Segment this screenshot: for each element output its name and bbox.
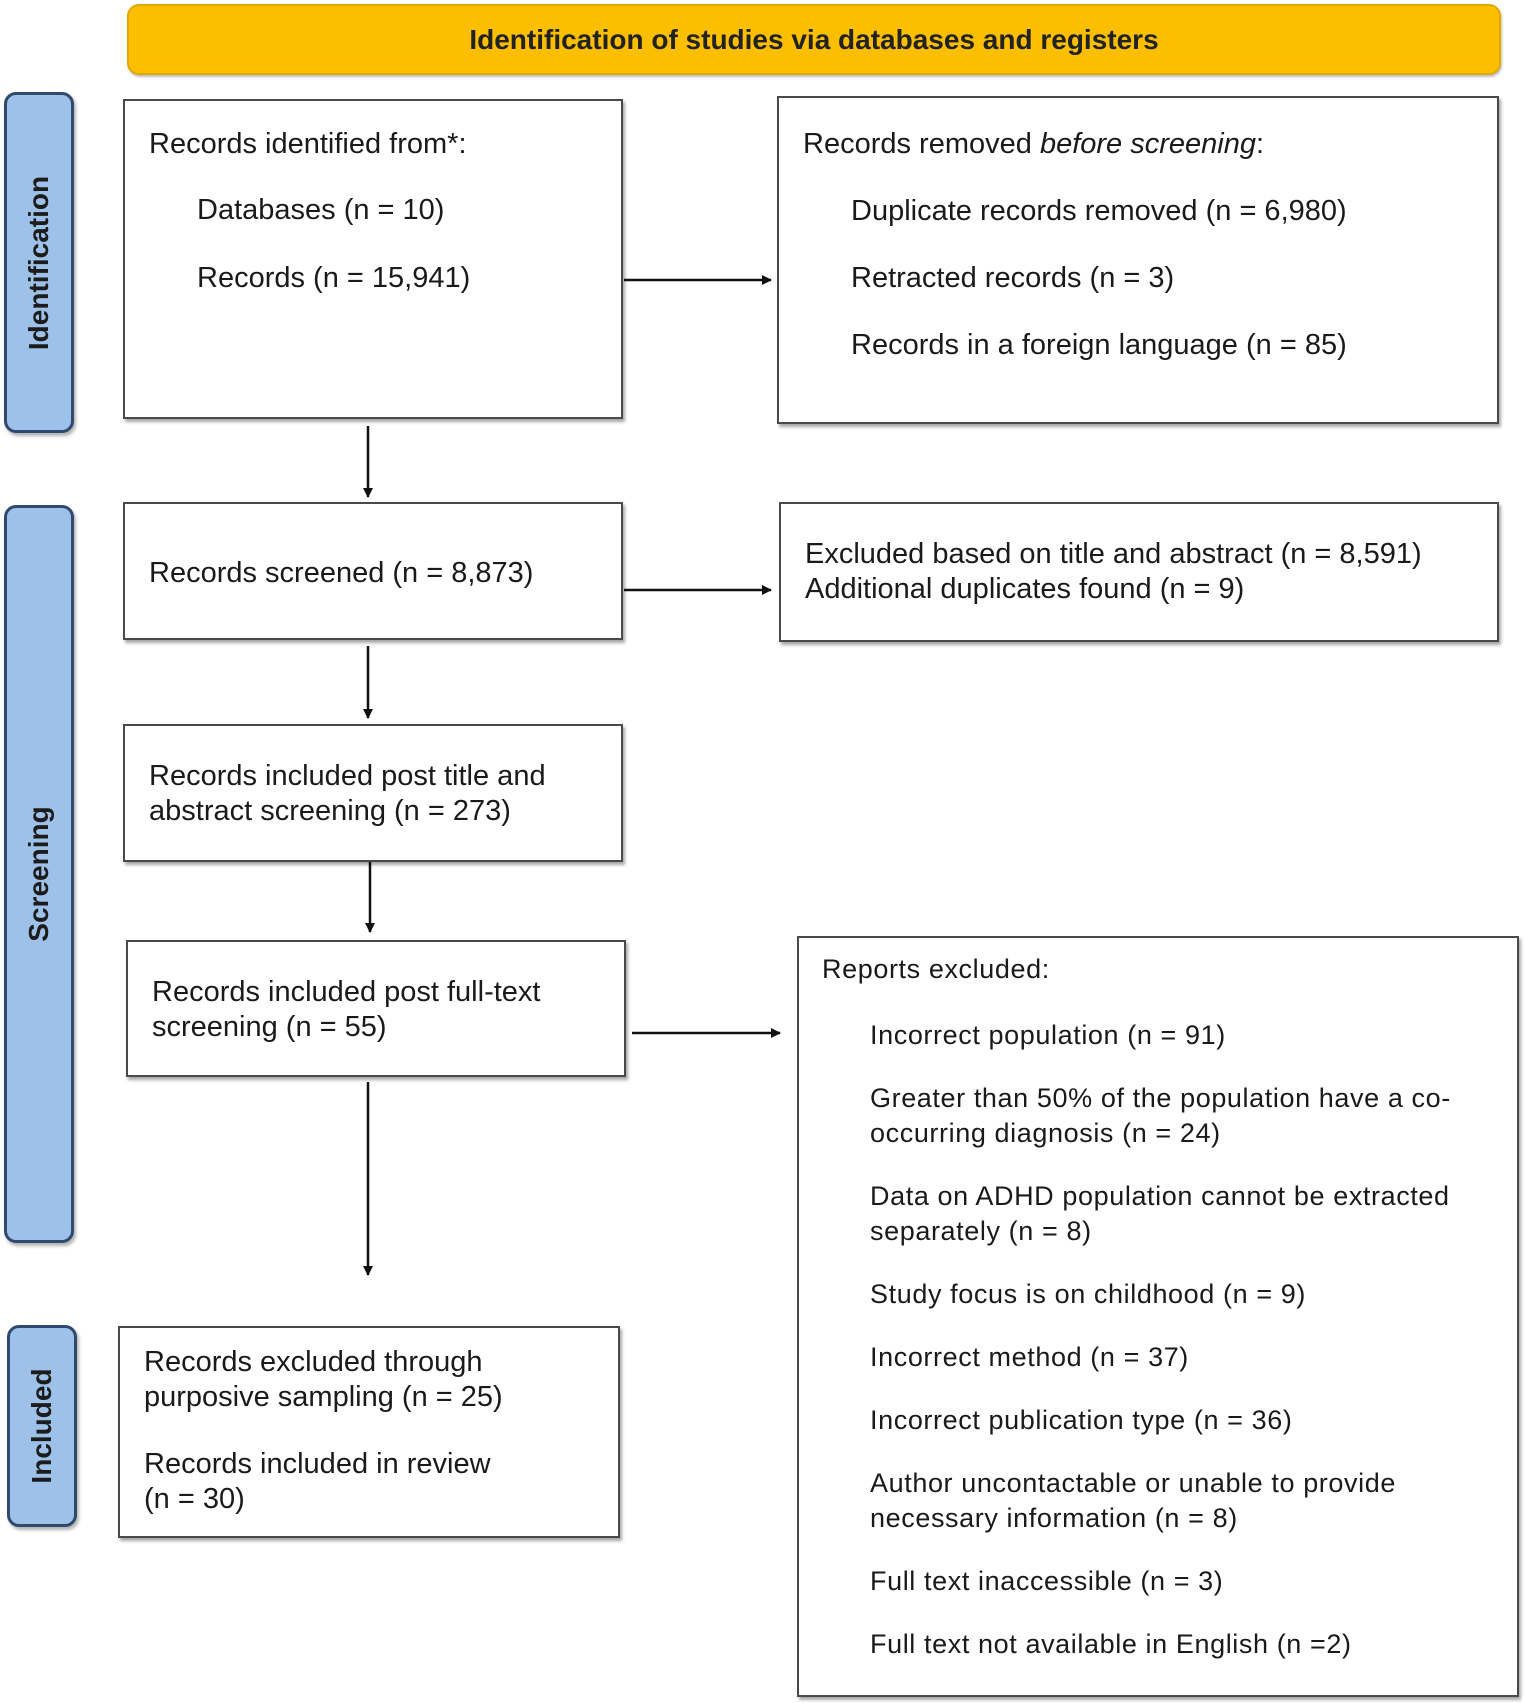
exclusion-reason-3: Data on ADHD population cannot be extrac… [870,1181,1450,1211]
records-count: Records (n = 15,941) [197,262,471,294]
post-title-abstract-line1: Records included post title and [149,760,546,792]
records-removed-heading-em: before screening [1039,128,1256,160]
excluded-purposive-line1: Records excluded through [144,1346,483,1378]
excluded-title-abstract-line1: Excluded based on title and abstract (n … [805,538,1422,570]
post-full-text-line2: screening (n = 55) [152,1011,387,1043]
reports-excluded-heading: Reports excluded: [822,954,1050,984]
phase-screening: Screening [4,505,74,1243]
records-screened-box: Records screened (n = 8,873) [123,502,623,640]
exclusion-reason-4: Study focus is on childhood (n = 9) [870,1279,1306,1309]
exclusion-reason-2-cont: occurring diagnosis (n = 24) [870,1118,1221,1148]
records-screened-text: Records screened (n = 8,873) [149,557,534,589]
reports-excluded-list: Incorrect population (n = 91) Greater th… [822,1018,1517,1662]
excluded-title-abstract-box: Excluded based on title and abstract (n … [779,502,1499,642]
records-removed-heading: Records removed before screening: [803,127,1497,162]
exclusion-reason-5: Incorrect method (n = 37) [870,1342,1189,1372]
post-full-text-line1: Records included post full-text [152,976,541,1008]
additional-duplicates-line: Additional duplicates found (n = 9) [805,573,1245,605]
records-identified-heading: Records identified from*: [149,128,467,160]
phase-identification-label: Identification [23,175,54,350]
duplicate-records-removed: Duplicate records removed (n = 6,980) [851,195,1347,227]
records-removed-heading-post: : [1255,128,1265,160]
exclusion-reason-2: Greater than 50% of the population have … [870,1083,1451,1113]
retracted-records: Retracted records (n = 3) [851,262,1175,294]
exclusion-reason-8: Full text inaccessible (n = 3) [870,1566,1224,1596]
phase-identification: Identification [4,92,74,433]
post-full-text-box: Records included post full-text screenin… [126,940,626,1077]
databases-count: Databases (n = 10) [197,194,445,226]
records-identified-box: Records identified from*: Databases (n =… [123,99,623,419]
phase-screening-label: Screening [23,806,54,942]
exclusion-reason-1: Incorrect population (n = 91) [870,1020,1226,1050]
exclusion-reason-7: Author uncontactable or unable to provid… [870,1468,1396,1498]
included-in-review-line2: (n = 30) [144,1483,245,1515]
banner-title: Identification of studies via databases … [469,23,1159,55]
banner-identification-header: Identification of studies via databases … [127,4,1501,75]
records-removed-heading-pre: Records removed [803,128,1040,160]
exclusion-reason-9: Full text not available in English (n =2… [870,1629,1352,1659]
phase-included: Included [7,1325,77,1527]
records-removed-box: Records removed before screening: Duplic… [777,96,1499,424]
excluded-purposive-line2: purposive sampling (n = 25) [144,1381,503,1413]
phase-included-label: Included [26,1368,57,1484]
reports-excluded-box: Reports excluded: Incorrect population (… [797,936,1519,1697]
post-title-abstract-line2: abstract screening (n = 273) [149,795,511,827]
included-in-review-line1: Records included in review [144,1448,491,1480]
exclusion-reason-7-cont: necessary information (n = 8) [870,1503,1238,1533]
included-box: Records excluded through purposive sampl… [118,1326,620,1538]
foreign-language-records: Records in a foreign language (n = 85) [851,329,1347,361]
exclusion-reason-3-cont: separately (n = 8) [870,1216,1092,1246]
post-title-abstract-box: Records included post title and abstract… [123,724,623,862]
exclusion-reason-6: Incorrect publication type (n = 36) [870,1405,1293,1435]
